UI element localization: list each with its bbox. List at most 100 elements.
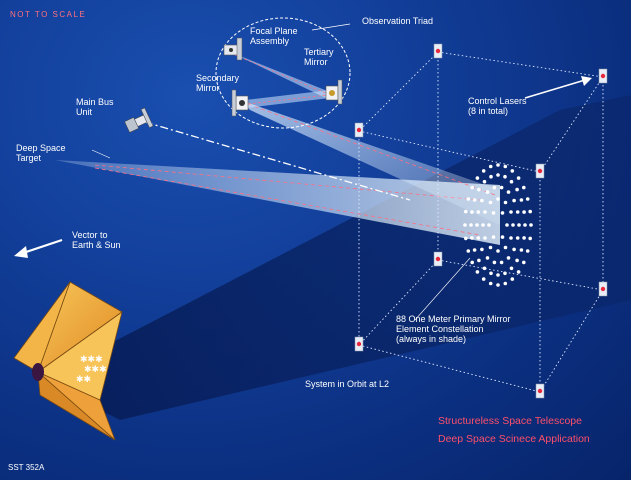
mirror-element-icon [522,236,526,240]
mirror-element-icon [475,223,479,227]
mirror-element-icon [496,273,500,277]
mirror-element-icon [496,197,500,201]
primary-mirror-label: 88 One Meter Primary Mirror Element Cons… [396,314,511,344]
mirror-element-icon [522,260,526,265]
reflected-ray [247,103,496,196]
mirror-element-icon [522,185,526,190]
mirror-element-icon [485,190,490,194]
mirror-element-icon [528,209,532,214]
mirror-element-icon [491,235,496,239]
mirror-element-icon [509,210,513,214]
tertiary-mirror-label: Tertiary Mirror [304,47,334,67]
mirror-element-icon [470,185,475,190]
mirror-element-icon [519,248,524,252]
shadow-cone [40,95,631,420]
mirror-element-icon [482,266,487,271]
figure-code: SST 352A [8,463,45,472]
laser-satellite-icon [354,122,364,138]
mirror-element-icon [500,235,505,239]
vector-label-line1: Vector to [72,230,108,240]
focal-beam [230,52,330,100]
mirror-element-icon [505,223,509,227]
focal-plane-label-line1: Focal Plane [250,26,298,36]
mirror-element-icon [477,258,481,263]
tertiary-beam [245,90,330,108]
mirror-element-icon [492,185,497,190]
mirror-element-icon [499,185,504,190]
orbit-label: System in Orbit at L2 [305,379,390,389]
mirror-element-icon [483,236,487,240]
mirror-element-icon [466,197,471,201]
control-lasers-label-line1: Control Lasers [468,96,527,106]
mirror-element-icon [509,236,513,240]
beam-ray [94,164,481,201]
focal-plane-label-line2: Assembly [250,36,290,46]
mirror-element-icon [470,236,474,240]
mirror-element-icon [489,174,493,179]
mirror-element-icon [500,211,505,215]
control-lasers-label-line2: (8 in total) [468,106,509,116]
secondary-label-line1: Secondary [196,73,240,83]
svg-text:✱✱✱: ✱✱✱ [80,355,103,365]
leader-line [414,257,471,321]
mirror-element-icon [503,245,508,250]
secondary-mirror-spacecraft-icon [231,89,249,117]
mirror-element-icon [476,236,481,240]
mirror-element-icon [525,197,530,201]
secondary-label-line2: Mirror [196,83,220,93]
mirror-element-icon [503,164,508,169]
mirror-element-icon [480,247,484,252]
mirror-element-icon [488,245,493,250]
laser-satellite-icon [433,251,443,267]
primary-mirror-constellation [463,163,533,287]
vector-label: Vector to Earth & Sun [72,230,121,250]
mirror-element-icon [481,277,486,281]
laser-cube [358,51,604,393]
target-beam [55,160,500,245]
bus-link [144,121,411,201]
laser-satellite-icon [598,281,608,297]
mirror-element-icon [516,176,521,180]
mirror-element-icon [488,200,493,205]
mirror-element-icon [496,163,500,167]
mirror-element-icon [515,187,519,192]
tertiary-label-line1: Tertiary [304,47,334,57]
laser-satellite-icon [433,43,443,59]
vector-arrow-icon [14,238,63,258]
mirror-element-icon [523,223,527,227]
laser-satellite-icon [598,68,608,84]
mirror-element-icon [475,270,480,274]
laser-satellite-icon [535,383,545,399]
control-lasers-arrow-icon [524,76,592,99]
mirror-element-icon [482,179,487,184]
mirror-element-icon [472,248,477,252]
primary-label-line3: (always in shade) [396,334,467,344]
mirror-element-icon [503,281,508,286]
mirror-element-icon [522,210,526,214]
mirror-element-icon [510,277,515,281]
ice-crystals: ✱✱✱ ✱✱✱ ✱✱ [76,355,107,385]
main-bus-label-line1: Main Bus [76,97,114,107]
svg-text:✱✱: ✱✱ [76,375,91,385]
mirror-element-icon [472,198,477,202]
triad-boundary [215,17,351,129]
mirror-element-icon [469,223,473,227]
main-bus-spacecraft-icon [124,107,154,133]
control-lasers-label: Control Lasers (8 in total) [468,96,527,116]
main-bus-label: Main Bus Unit [76,97,114,117]
figure-title-line1: Structureless Space Telescope [438,415,582,427]
mirror-element-icon [512,198,516,203]
laser-satellite-icon [535,163,545,179]
secondary-mirror-label: Secondary Mirror [196,73,239,93]
mirror-element-icon [464,236,468,241]
main-bus-label-line2: Unit [76,107,93,117]
mirror-element-icon [481,169,486,173]
mirror-element-icon [481,223,485,227]
primary-label-line1: 88 One Meter Primary Mirror [396,314,511,324]
focal-plane-label: Focal Plane Assembly [250,26,298,46]
mirror-element-icon [525,249,530,253]
mirror-element-icon [466,249,471,253]
mirror-element-icon [529,223,533,227]
sunshield-icon [13,281,123,441]
